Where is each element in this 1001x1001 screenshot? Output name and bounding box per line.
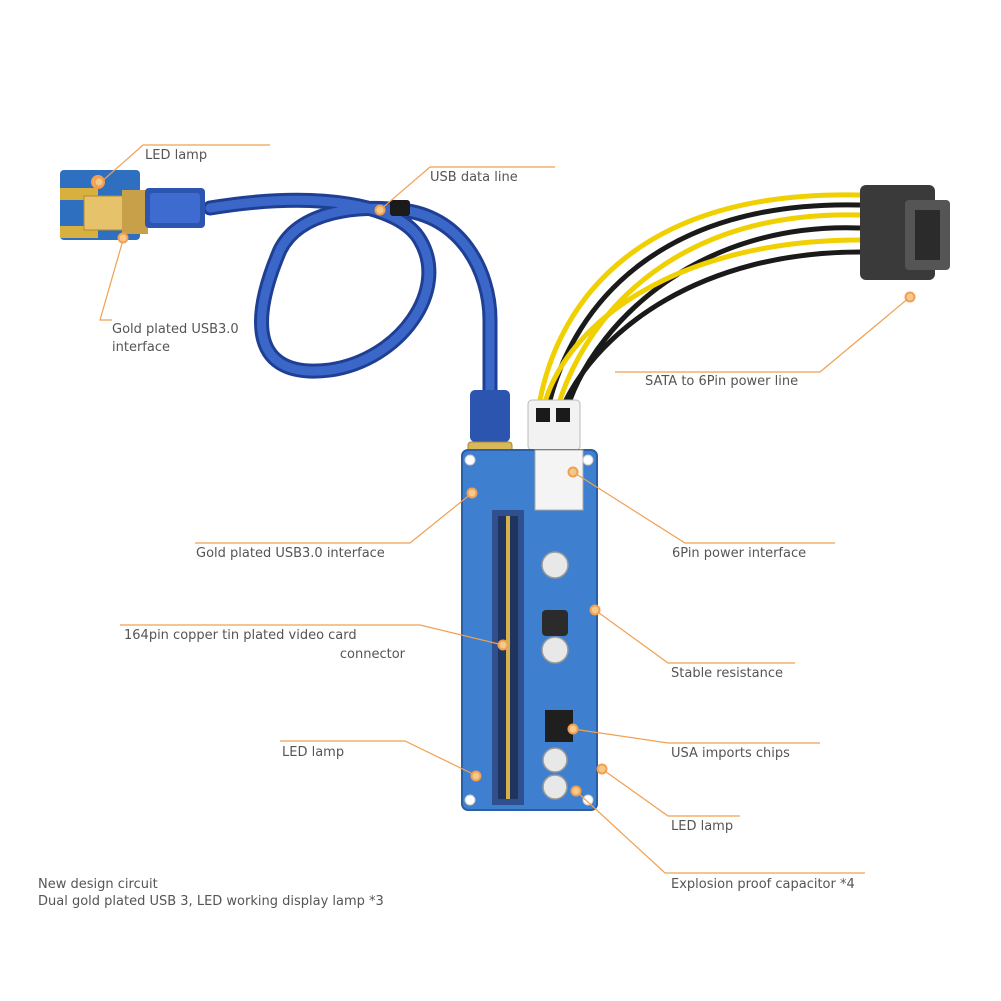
marker-led-lamp-top — [93, 176, 105, 188]
leader-sata-power — [615, 296, 911, 373]
usb-adapter-card — [60, 170, 205, 240]
label-led-lamp-top: LED lamp — [145, 148, 208, 163]
leader-explosion-cap — [575, 790, 865, 874]
leader-led-lamp-left — [280, 740, 476, 776]
marker-dots — [93, 176, 916, 797]
marker-usa-chips — [567, 723, 579, 735]
riser-board — [461, 449, 598, 811]
label-led-lamp-left: LED lamp — [282, 745, 345, 760]
leader-usa-chips — [572, 728, 820, 744]
label-stable-resistance: Stable resistance — [671, 666, 783, 681]
leader-usb-data-line — [379, 166, 555, 211]
leader-stable-resistance — [594, 609, 795, 664]
marker-six-pin — [567, 466, 579, 478]
label-video-connector-line2: connector — [339, 647, 405, 662]
footer-line-1: New design circuit — [38, 877, 158, 892]
label-usa-chips: USA imports chips — [671, 746, 790, 761]
leader-gold-usb-top — [99, 239, 124, 321]
marker-stable-resistance — [589, 604, 601, 616]
marker-led-lamp-right — [596, 763, 608, 775]
label-led-lamp-right: LED lamp — [671, 819, 734, 834]
label-six-pin-interface: 6Pin power interface — [672, 546, 807, 561]
label-explosion-capacitor: Explosion proof capacitor *4 — [671, 877, 855, 892]
marker-video-connector — [497, 639, 509, 651]
marker-led-lamp-left — [470, 770, 482, 782]
label-usb-data-line: USB data line — [430, 170, 518, 185]
label-gold-usb-top-line1: Gold plated USB3.0 — [112, 322, 239, 337]
leader-video-connector — [120, 624, 504, 646]
marker-explosion-cap — [570, 785, 582, 797]
label-gold-usb-board: Gold plated USB3.0 interface — [196, 546, 385, 561]
sata-power-cable — [527, 185, 950, 451]
leader-six-pin — [572, 471, 835, 544]
marker-gold-usb-top — [117, 232, 129, 244]
marker-gold-usb-board — [466, 487, 478, 499]
leader-led-lamp-right — [601, 768, 740, 817]
marker-sata-power — [904, 291, 916, 303]
leader-gold-usb-board — [195, 492, 473, 544]
footer-line-2: Dual gold plated USB 3, LED working disp… — [38, 894, 384, 909]
marker-usb-data-line — [374, 204, 386, 216]
label-video-connector-line1: 164pin copper tin plated video card — [124, 628, 357, 643]
label-sata-power-line: SATA to 6Pin power line — [645, 374, 799, 389]
usb-data-cable — [202, 192, 498, 403]
leader-led-lamp-top — [99, 144, 270, 184]
footer-note: New design circuit Dual gold plated USB … — [38, 876, 384, 910]
label-gold-usb-top-line2: interface — [112, 340, 170, 355]
leader-lines — [99, 144, 911, 874]
